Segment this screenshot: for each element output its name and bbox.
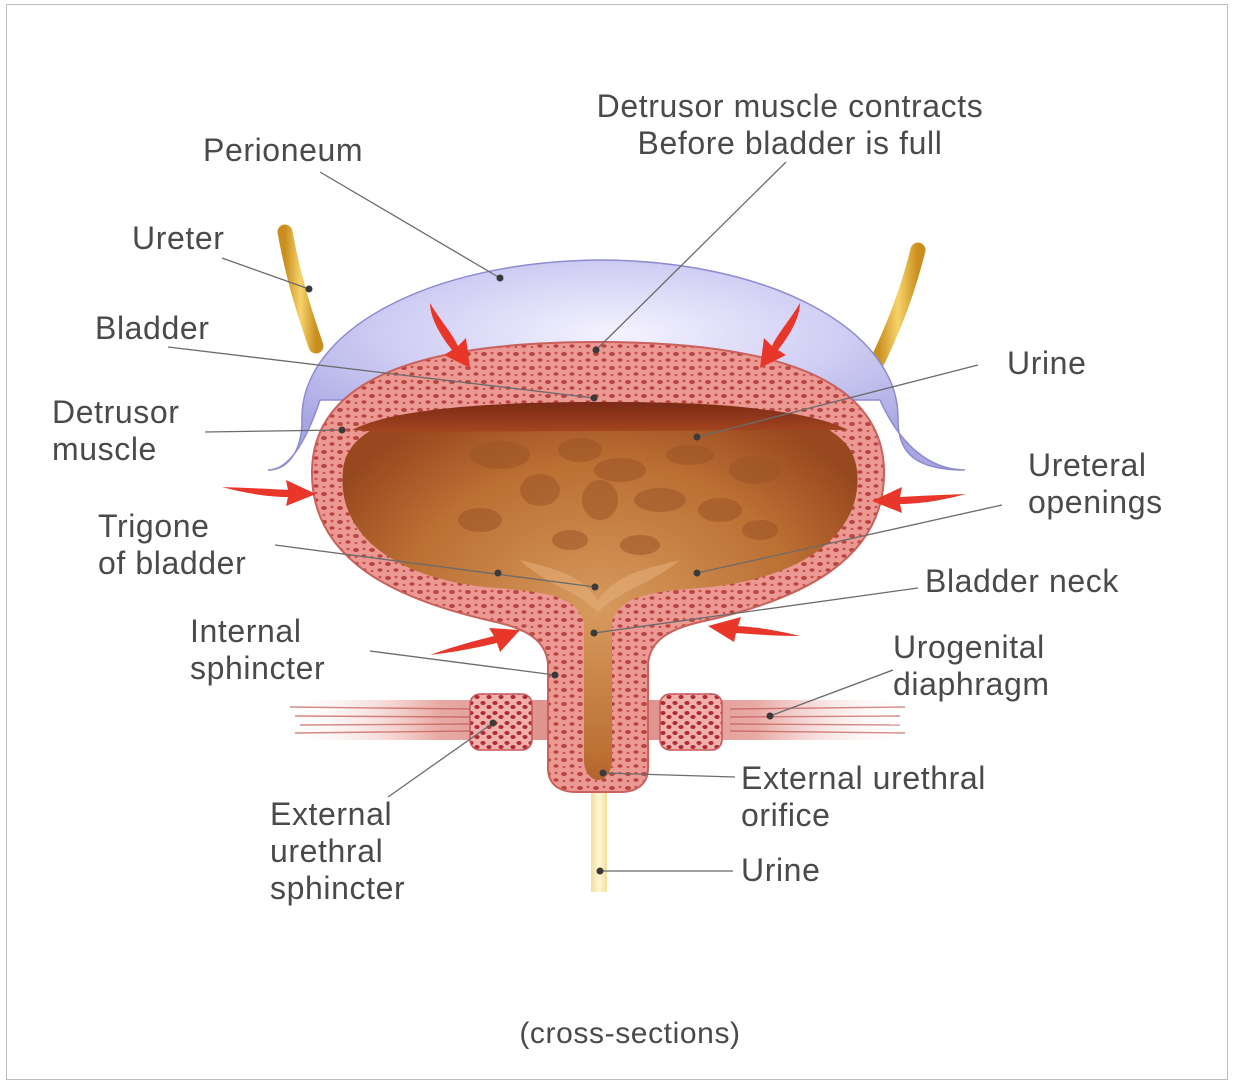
arrow-right <box>872 487 966 513</box>
label-ureteral-openings-line2: openings <box>1028 484 1163 521</box>
label-detrusor-muscle-line2: muscle <box>52 431 180 468</box>
label-internal-sphincter-line1: Internal <box>190 613 325 650</box>
label-trigone-line1: Trigone <box>98 508 246 545</box>
caption: (cross-sections) <box>430 1015 830 1052</box>
label-perioneum: Perioneum <box>203 132 363 169</box>
label-detrusor-contracts-line2: Before bladder is full <box>530 125 1050 162</box>
label-bladder-neck: Bladder neck <box>925 563 1119 600</box>
label-ext-sphincter-line1: External <box>270 796 405 833</box>
label-external-urethral-sphincter: External urethral sphincter <box>270 796 405 907</box>
arrow-lower-left <box>430 628 520 655</box>
label-detrusor-contracts: Detrusor muscle contracts Before bladder… <box>530 88 1050 162</box>
label-external-urethral-orifice: External urethral orifice <box>741 760 986 834</box>
label-bladder: Bladder <box>95 310 210 347</box>
left-external-sphincter <box>470 694 532 750</box>
label-urogenital-diaphragm: Urogenital diaphragm <box>893 629 1050 703</box>
right-ureter <box>878 250 918 360</box>
right-external-sphincter <box>660 694 722 750</box>
label-ureter: Ureter <box>132 220 225 257</box>
label-urine-top: Urine <box>1007 345 1086 382</box>
label-detrusor-muscle: Detrusor muscle <box>52 394 180 468</box>
arrow-lower-right <box>708 617 800 642</box>
label-urogenital-line2: diaphragm <box>893 666 1050 703</box>
label-trigone: Trigone of bladder <box>98 508 246 582</box>
label-internal-sphincter-line2: sphincter <box>190 650 325 687</box>
arrow-left <box>222 480 316 506</box>
label-ureteral-openings-line1: Ureteral <box>1028 447 1163 484</box>
label-trigone-line2: of bladder <box>98 545 246 582</box>
urine-stream <box>591 786 607 892</box>
label-ureteral-openings: Ureteral openings <box>1028 447 1163 521</box>
label-urine-bottom: Urine <box>741 852 820 889</box>
label-detrusor-contracts-line1: Detrusor muscle contracts <box>530 88 1050 125</box>
label-internal-sphincter: Internal sphincter <box>190 613 325 687</box>
label-ext-sphincter-line2: urethral <box>270 833 405 870</box>
label-urogenital-line1: Urogenital <box>893 629 1050 666</box>
label-ext-sphincter-line3: sphincter <box>270 870 405 907</box>
label-ext-orifice-line2: orifice <box>741 797 986 834</box>
label-ext-orifice-line1: External urethral <box>741 760 986 797</box>
label-detrusor-muscle-line1: Detrusor <box>52 394 180 431</box>
